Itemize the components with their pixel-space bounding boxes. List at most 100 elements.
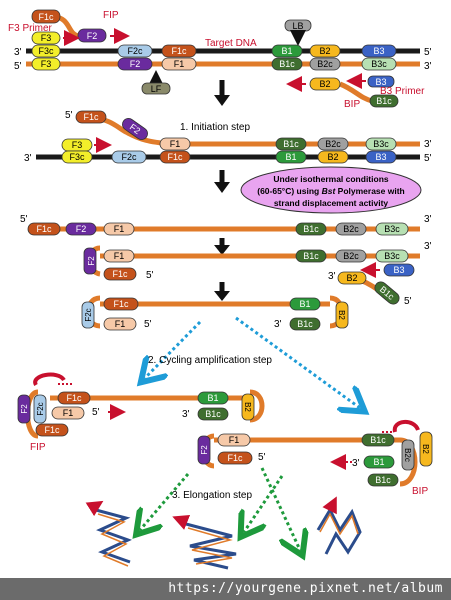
svg-text:strand displacement activity: strand displacement activity — [274, 198, 389, 208]
seg-lb: LB — [284, 19, 312, 32]
seg-b1c-db: B1c — [289, 317, 321, 331]
svg-text:B1c: B1c — [279, 59, 295, 69]
svg-text:B3: B3 — [373, 46, 384, 56]
label-step2: 2. Cycling amplification step — [148, 355, 272, 366]
seg-f1c-ss: F1c — [27, 222, 61, 236]
seg-b1c-cyc-left: B1c — [197, 407, 229, 421]
seg-b2-top: B2 — [309, 44, 341, 58]
seg-b2-init: B2 — [317, 150, 349, 164]
svg-text:LF: LF — [151, 84, 162, 94]
label-step3: 3. Elongation step — [172, 490, 252, 501]
svg-text:3': 3' — [274, 319, 282, 330]
svg-text:F2c: F2c — [127, 46, 143, 56]
svg-text:3': 3' — [424, 139, 432, 150]
seg-f2-init-loop: F2 — [122, 118, 148, 140]
seg-f3-bottom: F3 — [31, 57, 61, 71]
svg-text:5': 5' — [258, 452, 266, 463]
svg-text:F1c: F1c — [171, 46, 187, 56]
svg-text:3': 3' — [182, 409, 190, 420]
seg-b3c-loop1: B3c — [375, 249, 409, 263]
svg-text:B1: B1 — [281, 46, 292, 56]
seg-f1c-cyc-right: F1c — [217, 451, 253, 465]
seg-f2-loop1: F2 — [83, 247, 97, 275]
svg-text:B2c: B2c — [325, 139, 341, 149]
svg-text:F2: F2 — [76, 224, 87, 234]
concatemer-3 — [316, 496, 362, 555]
seg-f3-top: F3 — [31, 31, 61, 45]
svg-text:F1c: F1c — [36, 224, 52, 234]
svg-text:B2: B2 — [346, 273, 357, 283]
svg-text:F2: F2 — [200, 445, 209, 455]
seg-f2-ss: F2 — [65, 222, 97, 236]
svg-text:F2: F2 — [20, 404, 29, 414]
svg-text:F1: F1 — [115, 319, 126, 329]
svg-text:B1c: B1c — [303, 224, 319, 234]
isothermal-bubble: Under isothermal conditions (60-65°C) us… — [240, 166, 422, 214]
svg-text:F1: F1 — [174, 59, 185, 69]
seg-f1-cyc-right: F1 — [217, 433, 251, 447]
svg-text:LB: LB — [292, 21, 303, 31]
seg-f1c-fip: F1c — [31, 9, 61, 24]
svg-text:B2: B2 — [319, 79, 330, 89]
svg-text:5': 5' — [14, 61, 22, 72]
seg-b2-bip: B2 — [309, 77, 341, 91]
svg-text:B3c: B3c — [384, 251, 400, 261]
seg-f1c-loop1: F1c — [103, 267, 137, 281]
svg-text:F1c: F1c — [44, 425, 60, 435]
svg-text:5': 5' — [65, 110, 73, 121]
label-target-dna: Target DNA — [205, 38, 257, 49]
svg-text:B1: B1 — [207, 393, 218, 403]
seg-f3-init: F3 — [61, 138, 93, 152]
label-step1: 1. Initiation step — [180, 122, 250, 133]
svg-text:F2: F2 — [128, 122, 142, 136]
svg-text:5': 5' — [92, 407, 100, 418]
svg-text:B3c: B3c — [384, 224, 400, 234]
svg-text:F1c: F1c — [38, 12, 54, 22]
svg-text:Under isothermal conditions: Under isothermal conditions — [273, 174, 389, 184]
seg-lf: LF — [141, 82, 171, 95]
seg-f2c-init: F2c — [111, 150, 147, 164]
svg-text:F1c: F1c — [83, 112, 99, 122]
seg-b3c-bottom: B3c — [361, 57, 397, 71]
seg-b1-top: B1 — [271, 44, 303, 58]
svg-text:5': 5' — [144, 319, 152, 330]
svg-text:3': 3' — [424, 241, 432, 252]
svg-text:F1c: F1c — [113, 299, 129, 309]
seg-f1c-top: F1c — [161, 44, 197, 58]
concatemer-1 — [85, 500, 132, 567]
seg-f1c-db: F1c — [103, 297, 139, 311]
seg-f1c-init: F1c — [159, 150, 191, 164]
svg-text:B3: B3 — [393, 265, 404, 275]
svg-text:B2c: B2c — [317, 59, 333, 69]
seg-b3c-ss: B3c — [375, 222, 409, 236]
svg-text:B2c: B2c — [403, 448, 412, 462]
concatemer-2 — [172, 515, 237, 570]
seg-b1-cyc-right: B1 — [363, 455, 395, 469]
svg-text:B1c: B1c — [297, 319, 313, 329]
seg-b1-init: B1 — [275, 150, 307, 164]
svg-text:F1: F1 — [114, 224, 125, 234]
svg-text:F2: F2 — [130, 59, 141, 69]
seg-b2-loop1: B2 — [337, 271, 367, 285]
seg-b2c-cyc-right: B2c — [401, 439, 415, 471]
label-fip: FIP — [103, 10, 119, 21]
seg-f3c-top: F3c — [31, 44, 61, 58]
svg-text:F1c: F1c — [167, 152, 183, 162]
seg-b3-top: B3 — [361, 44, 397, 58]
seg-f2-fip: F2 — [77, 28, 107, 43]
svg-text:5': 5' — [424, 153, 432, 164]
seg-f1c-init-loop: F1c — [75, 110, 107, 124]
svg-text:5': 5' — [424, 47, 432, 58]
seg-b1c-loop1b: B1c — [374, 281, 400, 305]
svg-text:3': 3' — [424, 61, 432, 72]
seg-f2c-cyc-left: F2c — [33, 394, 47, 424]
svg-text:F2c: F2c — [84, 308, 93, 321]
svg-text:F1c: F1c — [112, 269, 128, 279]
seg-f1-bottom: F1 — [161, 57, 197, 71]
svg-text:F3c: F3c — [69, 152, 85, 162]
seg-f1-ss: F1 — [103, 222, 135, 236]
svg-text:F1c: F1c — [66, 393, 82, 403]
seg-f3c-init: F3c — [61, 150, 93, 164]
seg-b1-cyc-left: B1 — [197, 391, 229, 405]
